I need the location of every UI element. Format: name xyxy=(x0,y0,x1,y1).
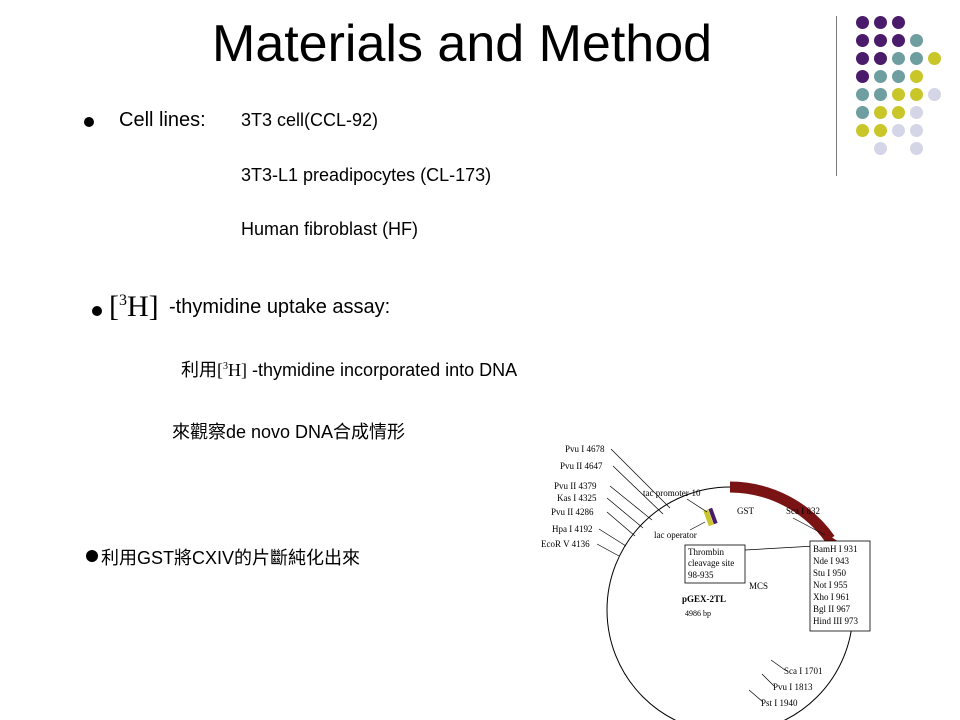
decor-dot xyxy=(910,142,923,155)
thymidine-line-1-prefix: 利用 xyxy=(181,360,217,380)
plasmid-size: 4986 bp xyxy=(685,609,711,618)
bullet-thymidine xyxy=(92,306,102,316)
mcs-site: Bgl II 967 xyxy=(813,604,850,614)
decor-divider-line xyxy=(836,16,837,176)
tritium-mass: 3 xyxy=(119,292,127,309)
mcs-site: BamH I 931 xyxy=(813,544,858,554)
tac-promoter-mark xyxy=(703,509,714,527)
decor-dot xyxy=(910,124,923,137)
thymidine-line-1-suffix: -thymidine incorporated into DNA xyxy=(252,360,518,380)
site-label: Pvu II 4379 xyxy=(554,481,597,491)
thrombin-label: 98-935 xyxy=(688,570,714,580)
site-label: Kas I 4325 xyxy=(557,493,597,503)
decor-dot xyxy=(856,52,869,65)
decor-dot xyxy=(856,124,869,137)
thymidine-line-2: 來觀察de novo DNA合成情形 xyxy=(172,422,406,442)
decor-dot xyxy=(856,106,869,119)
gst-label: GST xyxy=(737,506,755,516)
gst-arc xyxy=(729,481,835,543)
decor-dot xyxy=(856,70,869,83)
decor-dot xyxy=(910,52,923,65)
cell-line-item: Human fibroblast (HF) xyxy=(241,219,419,239)
lac-operator-label: lac operator xyxy=(654,530,697,540)
mcs-site: Not I 955 xyxy=(813,580,848,590)
decor-dot xyxy=(874,16,887,29)
decor-dot xyxy=(874,88,887,101)
decor-dot xyxy=(910,70,923,83)
site-label: Pvu I 4678 xyxy=(565,444,605,454)
mcs-site: Xho I 961 xyxy=(813,592,850,602)
decor-dot xyxy=(910,34,923,47)
tritium-label: [3H] xyxy=(109,290,159,324)
bullet-gst xyxy=(86,550,98,562)
decor-dot xyxy=(910,106,923,119)
tritium-bracket-open: [ xyxy=(109,290,119,323)
decor-dot xyxy=(874,70,887,83)
site-label: Sca I 1701 xyxy=(784,666,823,676)
mcs-site: Stu I 950 xyxy=(813,568,847,578)
pgex-2tl-plasmid-map: Pvu I 4678 Pvu II 4647 Pvu II 4379 Kas I… xyxy=(541,444,871,720)
decor-dot xyxy=(874,142,887,155)
site-label: Pvu II 4286 xyxy=(551,507,594,517)
site-label: Pvu II 4647 xyxy=(560,461,603,471)
plasmid-name: pGEX-2TL xyxy=(682,594,726,604)
site-label: EcoR V 4136 xyxy=(541,539,590,549)
decor-dot xyxy=(892,16,905,29)
mcs-sites-box xyxy=(809,540,871,632)
tritium-inline: [3H] xyxy=(217,360,247,380)
tritium-symbol: H] xyxy=(127,290,159,323)
slide-title: Materials and Method xyxy=(212,15,713,73)
site-label: Pvu I 1813 xyxy=(773,682,813,692)
cell-line-item: 3T3-L1 preadipocytes (CL-173) xyxy=(241,165,492,185)
decor-dot xyxy=(892,124,905,137)
thymidine-line-1: 利用[3H] -thymidine incorporated into DNA xyxy=(181,356,517,382)
decor-dot xyxy=(856,16,869,29)
decor-dot xyxy=(892,70,905,83)
gst-purification-text: 利用GST將CXIV的片斷純化出來 xyxy=(101,548,361,568)
thrombin-box xyxy=(684,544,746,584)
decor-dot xyxy=(892,88,905,101)
decor-dot xyxy=(892,106,905,119)
decor-dot xyxy=(874,34,887,47)
cell-lines-label: Cell lines: xyxy=(119,109,206,131)
decor-dot xyxy=(928,52,941,65)
decor-dot xyxy=(892,52,905,65)
site-label: Pst I 1940 xyxy=(761,698,798,708)
decor-dot xyxy=(874,106,887,119)
bullet-cell-lines xyxy=(84,117,94,127)
decor-dot xyxy=(874,52,887,65)
decor-dot xyxy=(928,88,941,101)
cell-line-item: 3T3 cell(CCL-92) xyxy=(241,110,379,130)
mcs-site: Hind III 973 xyxy=(813,616,858,626)
thrombin-label: cleavage site xyxy=(688,558,734,568)
site-label: Hpa I 4192 xyxy=(552,524,593,534)
mcs-site: Nde I 943 xyxy=(813,556,849,566)
decor-dot xyxy=(856,34,869,47)
thrombin-label: Thrombin xyxy=(688,547,724,557)
decor-dot xyxy=(910,88,923,101)
decor-dot xyxy=(892,34,905,47)
sca-site-label: Sca I 832 xyxy=(786,506,820,516)
thymidine-heading: -thymidine uptake assay: xyxy=(169,296,391,318)
mcs-label: MCS xyxy=(749,581,768,591)
tac-promoter-label: tac promoter-10 xyxy=(643,488,701,498)
decor-dot xyxy=(874,124,887,137)
decor-dot xyxy=(856,88,869,101)
left-site-labels: Pvu I 4678 Pvu II 4647 Pvu II 4379 Kas I… xyxy=(541,444,671,557)
lac-operator-mark xyxy=(708,507,718,525)
